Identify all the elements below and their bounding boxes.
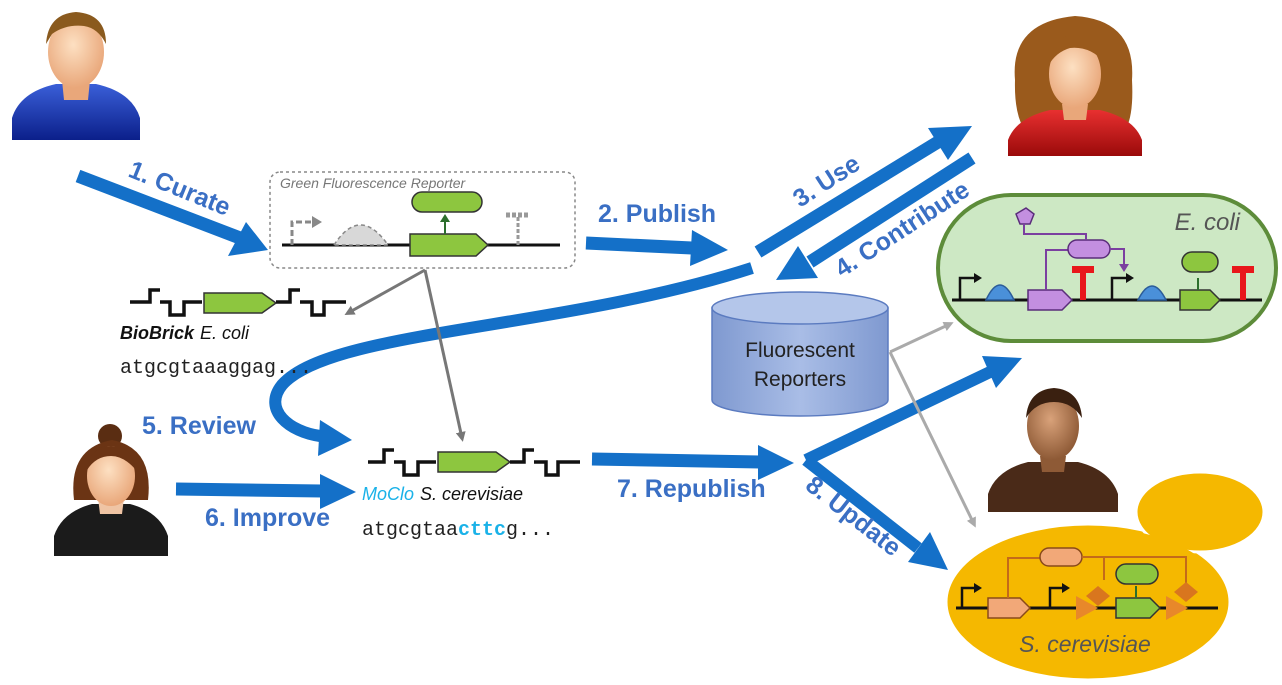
biobrick-label: BioBrick	[120, 323, 195, 343]
biobrick-organism: E. coli	[200, 323, 250, 343]
ecoli-cell: E. coli	[936, 193, 1278, 343]
step-update-label: 8. Update	[800, 471, 906, 562]
reporter-box-title: Green Fluorescence Reporter	[280, 175, 467, 191]
arrow-update	[802, 356, 1022, 570]
database-icon: Fluorescent Reporters	[711, 291, 889, 417]
arrow-republish	[591, 445, 794, 480]
database-label-line1: Fluorescent	[745, 339, 855, 362]
arrow-to-moclo	[423, 269, 466, 442]
step-review-label: 5. Review	[142, 412, 257, 440]
biobrick-sequence: atgcgtaaaggag...	[120, 357, 312, 380]
database-label-line2: Reporters	[754, 368, 846, 391]
step-republish-label: 7. Republish	[617, 475, 766, 503]
arrow-review	[269, 262, 754, 456]
user-female-black-icon	[54, 424, 168, 556]
arrow-curate	[75, 169, 268, 256]
moclo-sequence-highlight: cttc	[458, 519, 506, 542]
moclo-part: MoClo S. cerevisiae atgcgtaacttcg...	[362, 448, 580, 542]
user-female-red-icon	[1008, 16, 1142, 156]
step-improve-label: 6. Improve	[205, 504, 330, 532]
arrow-contribute	[776, 152, 976, 280]
user-male-dark-icon	[988, 388, 1118, 512]
user-male-blue-icon	[12, 12, 140, 140]
arrow-use	[754, 126, 972, 258]
arrow-publish	[585, 230, 728, 266]
arrow-to-biobrick	[344, 268, 426, 315]
moclo-label: MoClo	[362, 484, 414, 504]
arrow-db-to-ecoli	[889, 322, 954, 354]
yeast-cell: S. cerevisiae	[944, 470, 1266, 682]
step-publish-label: 2. Publish	[598, 200, 716, 228]
svg-text:atgcgtaacttcg...: atgcgtaacttcg...	[362, 519, 554, 542]
yeast-label: S. cerevisiae	[1019, 631, 1151, 657]
moclo-organism: S. cerevisiae	[420, 484, 523, 504]
ecoli-label: E. coli	[1175, 209, 1241, 236]
moclo-sequence-prefix: atgcgtaa	[362, 519, 458, 542]
arrow-db-to-yeast	[888, 351, 976, 528]
moclo-sequence-suffix: g...	[506, 519, 554, 542]
arrow-improve	[175, 474, 356, 509]
reporter-box: Green Fluorescence Reporter	[269, 171, 576, 269]
